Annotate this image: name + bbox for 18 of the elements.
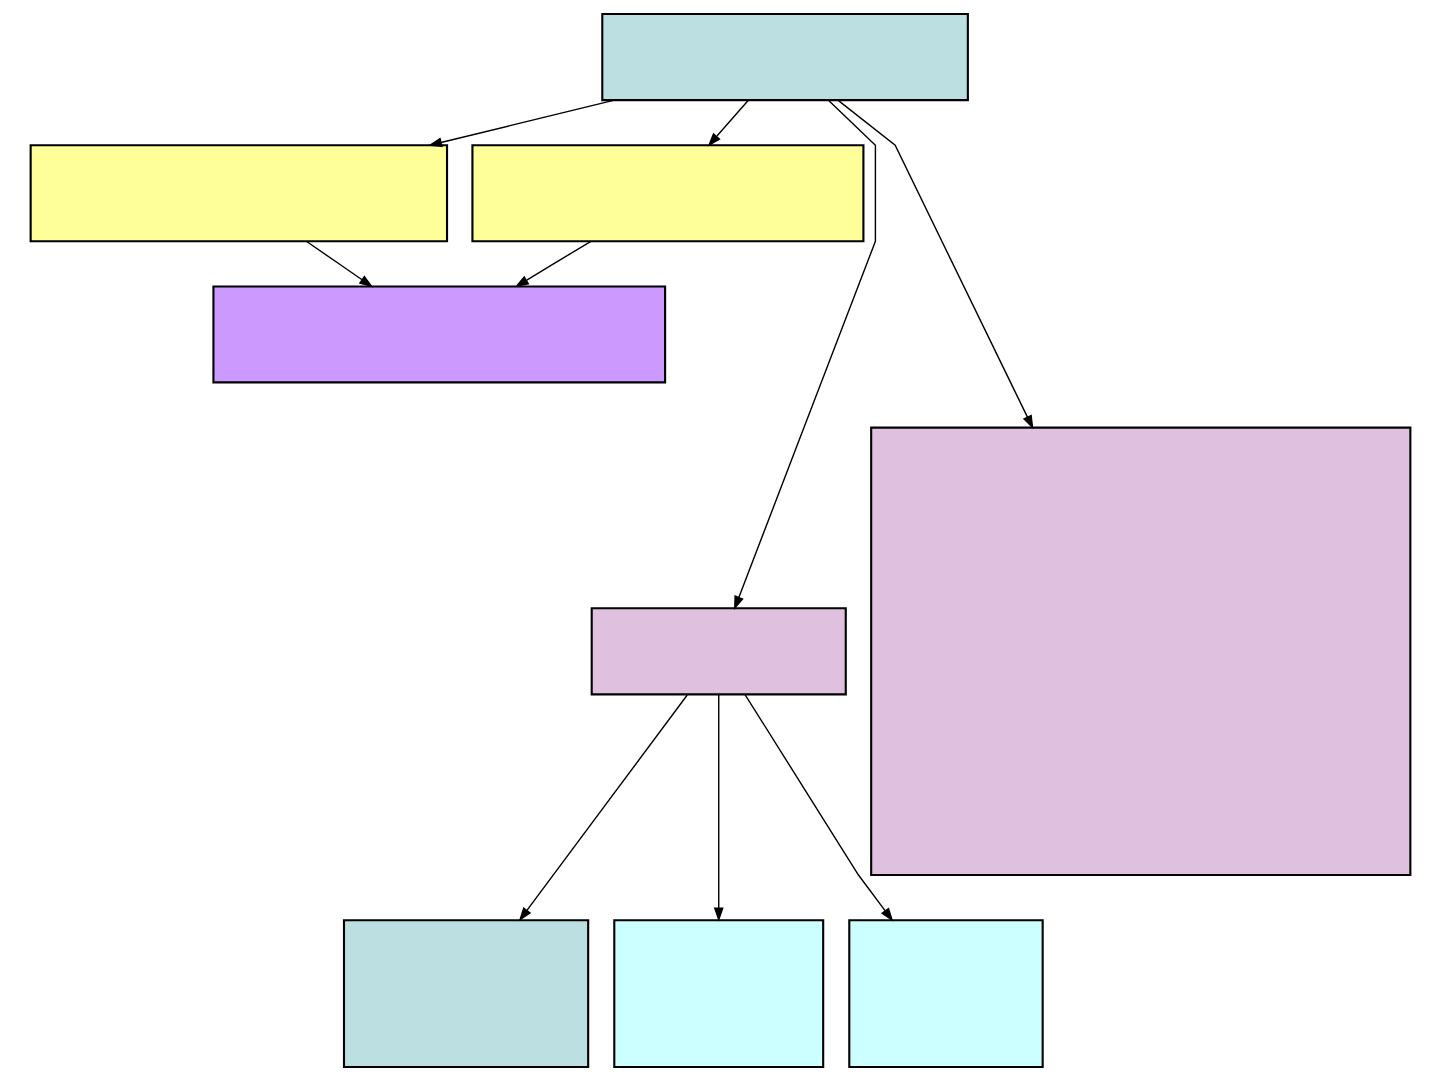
node-box — [870, 426, 1412, 877]
arrow — [518, 694, 688, 922]
node-box — [212, 285, 667, 384]
node-box — [29, 144, 449, 243]
node-box — [590, 607, 847, 696]
arrow — [837, 99, 1034, 430]
arrow — [514, 240, 592, 288]
arrow — [707, 99, 750, 147]
arrow — [744, 693, 894, 922]
node-box — [613, 919, 825, 1069]
node-box — [601, 12, 969, 102]
arrow — [713, 694, 724, 922]
node-box — [471, 144, 865, 243]
node-box — [848, 919, 1044, 1069]
arrow — [734, 99, 877, 611]
arrow — [306, 240, 374, 288]
arrow — [427, 99, 616, 148]
node-box — [342, 919, 590, 1069]
